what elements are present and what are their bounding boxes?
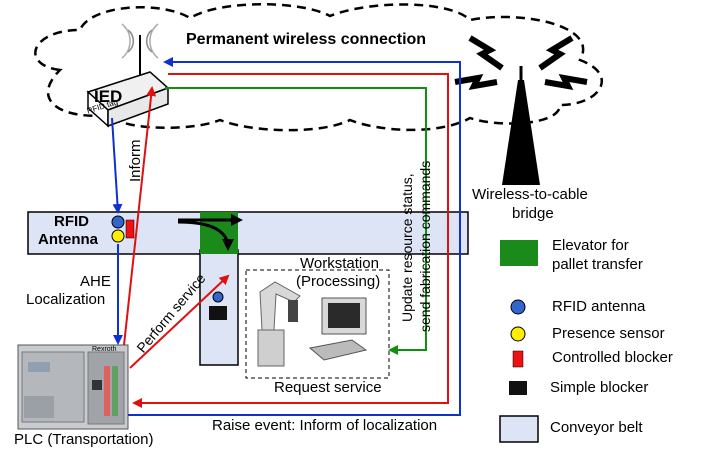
plc-label: PLC (Transportation) (14, 431, 154, 448)
blue-arrow-ied-to-antenna (111, 117, 123, 214)
elevator-block (200, 212, 238, 254)
legend-conveyor-belt-swatch (499, 415, 539, 443)
plc-brand: Rexroth (92, 346, 117, 353)
blue-arrow-plc-to-ied (128, 57, 461, 416)
update-status-label-line1: Update resource status, (399, 173, 415, 322)
red-arrow-perform-service (129, 274, 230, 369)
legend-elevator-line1: Elevator for (552, 237, 629, 254)
controlled-blocker (125, 219, 135, 239)
pallet-turn-arrow (177, 220, 234, 251)
legend-presence-sensor-label: Presence sensor (552, 325, 665, 342)
rfid-antenna-label-line1: RFID (54, 213, 89, 230)
cloud-title: Permanent wireless connection (186, 31, 427, 48)
rfid-antenna-dot (111, 215, 125, 229)
presence-sensor-dot (111, 229, 125, 243)
update-status-label-line2: send fabrication commands (417, 160, 433, 332)
plc-device (17, 344, 129, 430)
legend-simple-blocker-swatch (509, 381, 527, 395)
computer-icon (308, 297, 368, 361)
legend-rfid-antenna-label: RFID antenna (552, 298, 646, 315)
red-arrow-ied-to-plc (132, 73, 449, 408)
inform-label: Inform (127, 139, 144, 182)
ied-label: IED (94, 87, 123, 106)
legend-simple-blocker-label: Simple blocker (550, 379, 649, 396)
wireless-cloud (34, 3, 603, 132)
ahe-label-line1: AHE (80, 273, 111, 290)
bridge-label-line1: Wireless-to-cable (472, 186, 588, 203)
rfid-antenna-label-line2: Antenna (38, 231, 98, 248)
branch-rfid-antenna-dot (212, 291, 224, 303)
workstation-box (245, 269, 390, 379)
legend-elevator-line2: pallet transfer (552, 256, 643, 273)
ahe-label-line2: Localization (26, 291, 106, 308)
green-arrow-ied-to-workstation (165, 87, 427, 355)
conveyor-belt-main (27, 211, 469, 255)
legend-elevator-swatch (500, 240, 538, 266)
bridge-tower-icon (454, 35, 588, 185)
raise-event-label: Raise event: Inform of localization (212, 417, 438, 434)
bridge-label-line2: bridge (512, 205, 554, 222)
workstation-label-line1: Workstation (300, 255, 379, 272)
ied-device (86, 71, 170, 128)
legend-conveyor-belt-label: Conveyor belt (550, 419, 643, 436)
robot-arm-icon (257, 281, 301, 367)
request-service-label: Request service (274, 379, 382, 396)
ied-antenna-icon (121, 23, 159, 75)
legend-controlled-blocker-swatch (512, 350, 524, 368)
workstation-label-line2: (Processing) (296, 273, 381, 290)
simple-blocker (209, 306, 227, 320)
legend-rfid-antenna-dot (510, 299, 526, 315)
legend-presence-sensor-dot (510, 326, 526, 342)
red-arrow-plc-to-ied-inform (123, 86, 157, 346)
legend-controlled-blocker-label: Controlled blocker (552, 349, 673, 366)
